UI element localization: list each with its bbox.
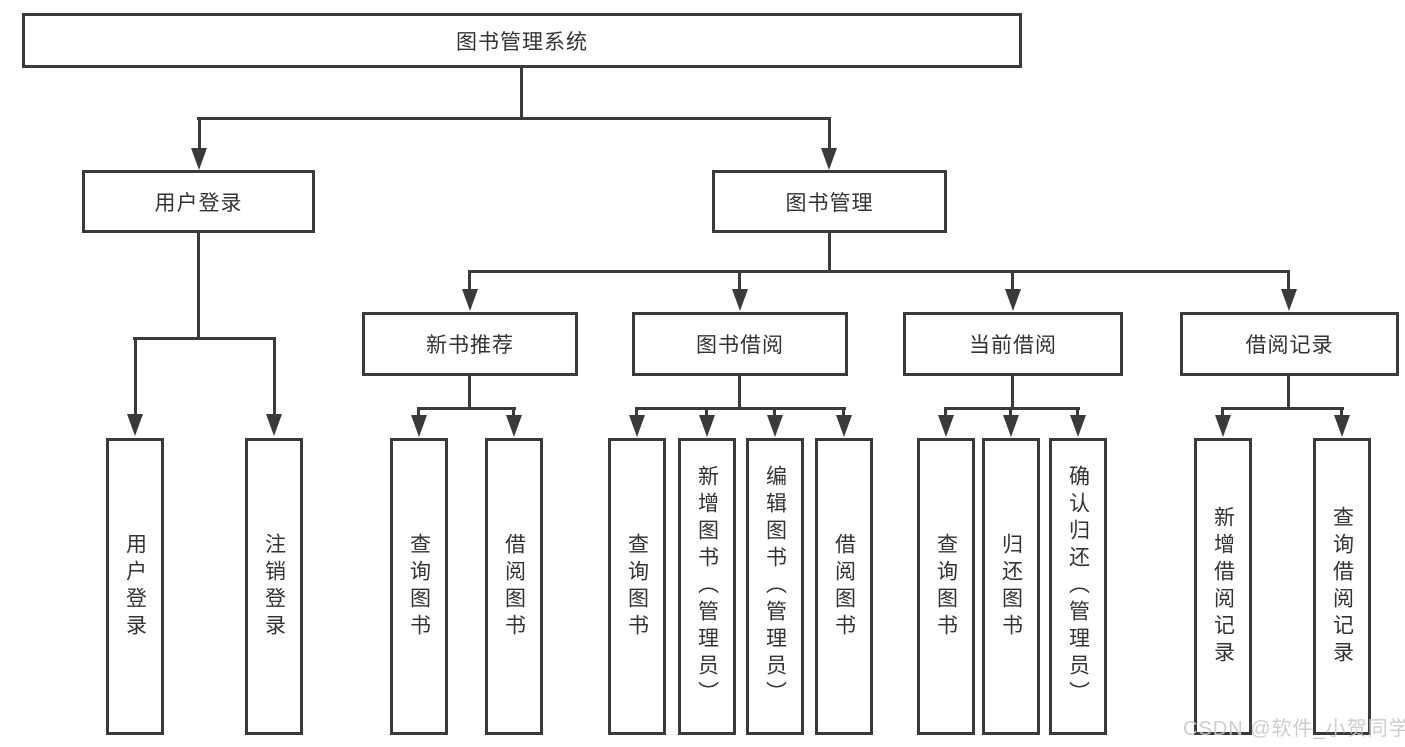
node-borrow-records: 借阅记录 (1180, 312, 1399, 376)
connector-borrow-drop (738, 376, 741, 410)
arrow-down-icon (629, 415, 645, 437)
leaf-label: 查询图书 (625, 532, 649, 641)
connector-root-drop (520, 68, 523, 120)
node-current-borrow: 当前借阅 (903, 312, 1123, 376)
arrow-down-icon (1005, 289, 1021, 311)
arrow-down-icon (836, 415, 852, 437)
connector-stem-recommend (468, 270, 471, 292)
leaf-label: 新增图书（管理员） (695, 465, 719, 708)
arrow-down-icon (821, 148, 837, 170)
leaf-label: 查询图书 (407, 532, 431, 641)
leaf-recommend-borrow-books: 借阅图书 (485, 438, 543, 735)
node-user-login-label: 用户登录 (154, 191, 243, 215)
connector-stem-leaf-logout (273, 337, 276, 416)
arrow-down-icon (462, 289, 478, 311)
leaf-borrow-query-books: 查询图书 (608, 438, 666, 735)
connector-stem (842, 407, 845, 419)
node-book-borrow: 图书借阅 (632, 312, 848, 376)
arrow-down-icon (1281, 289, 1297, 311)
leaf-user-login: 用户登录 (106, 438, 164, 735)
connector-stem-book-management (828, 117, 831, 152)
node-new-book-recommend: 新书推荐 (362, 312, 578, 376)
leaf-label: 借阅图书 (832, 532, 856, 641)
arrow-down-icon (506, 415, 522, 437)
leaf-return-books: 归还图书 (982, 438, 1040, 735)
arrow-down-icon (767, 415, 783, 437)
connector-stem (1009, 407, 1012, 419)
connector-records-drop (1287, 376, 1290, 410)
connector-stem-current (1011, 270, 1014, 292)
arrow-down-icon (127, 414, 143, 436)
arrow-down-icon (1215, 415, 1231, 437)
leaf-borrow-books: 借阅图书 (815, 438, 873, 735)
connector-records-bar (1221, 407, 1344, 410)
node-library-system-label: 图书管理系统 (456, 30, 588, 54)
connector-book-management-drop (828, 233, 831, 273)
leaf-label: 新增借阅记录 (1211, 505, 1235, 668)
node-book-management-label: 图书管理 (785, 191, 874, 215)
csdn-watermark: CSDN @软件_小贺同学 (1183, 718, 1405, 740)
arrow-down-icon (411, 415, 427, 437)
node-user-login: 用户登录 (82, 170, 315, 233)
connector-stem (1340, 407, 1343, 419)
node-book-borrow-label: 图书借阅 (696, 334, 784, 357)
connector-stem (512, 407, 515, 419)
arrow-down-icon (1003, 415, 1019, 437)
connector-borrow-bar (635, 407, 846, 410)
node-book-management: 图书管理 (712, 170, 947, 233)
connector-current-bar (944, 407, 1080, 410)
arrow-down-icon (191, 148, 207, 170)
leaf-label: 编辑图书（管理员） (763, 465, 787, 708)
leaf-logout-label: 注销登录 (262, 532, 286, 641)
node-new-book-recommend-label: 新书推荐 (426, 334, 514, 357)
arrow-down-icon (699, 415, 715, 437)
connector-user-login-drop (197, 233, 200, 340)
connector-stem (705, 407, 708, 419)
arrow-down-icon (732, 289, 748, 311)
node-borrow-records-label: 借阅记录 (1245, 334, 1334, 357)
leaf-recommend-query-books: 查询图书 (390, 438, 448, 735)
leaf-user-login-label: 用户登录 (123, 532, 147, 641)
connector-stem (635, 407, 638, 419)
connector-stem-records (1287, 270, 1290, 292)
connector-recommend-drop (468, 376, 471, 410)
arrow-down-icon (1334, 415, 1350, 437)
leaf-add-books-admin: 新增图书（管理员） (678, 438, 736, 735)
connector-stem (773, 407, 776, 419)
leaf-current-query-books: 查询图书 (917, 438, 975, 735)
connector-level3-bar (468, 270, 1290, 273)
node-library-system: 图书管理系统 (22, 13, 1022, 68)
connector-current-drop (1011, 376, 1014, 410)
connector-user-login-bar (133, 337, 276, 340)
connector-stem (1221, 407, 1224, 419)
leaf-label: 查询图书 (934, 532, 958, 641)
leaf-logout: 注销登录 (245, 438, 303, 735)
leaf-add-borrow-record: 新增借阅记录 (1194, 438, 1252, 735)
node-current-borrow-label: 当前借阅 (969, 334, 1057, 357)
leaf-label: 借阅图书 (502, 532, 526, 641)
connector-stem-leaf-user-login (134, 337, 137, 416)
leaf-label: 归还图书 (999, 532, 1023, 641)
connector-stem (944, 407, 947, 419)
arrow-down-icon (266, 414, 282, 436)
leaf-label: 查询借阅记录 (1330, 505, 1354, 668)
connector-stem-user-login (198, 117, 201, 152)
arrow-down-icon (1070, 415, 1086, 437)
leaf-edit-books-admin: 编辑图书（管理员） (746, 438, 804, 735)
connector-stem (1076, 407, 1079, 419)
connector-stem (417, 407, 420, 419)
leaf-label: 确认归还（管理员） (1066, 465, 1090, 708)
connector-stem-borrow (738, 270, 741, 292)
arrow-down-icon (938, 415, 954, 437)
connector-recommend-bar (417, 407, 516, 410)
leaf-query-borrow-record: 查询借阅记录 (1313, 438, 1371, 735)
leaf-confirm-return-admin: 确认归还（管理员） (1049, 438, 1107, 735)
connector-root-bar (197, 117, 831, 120)
